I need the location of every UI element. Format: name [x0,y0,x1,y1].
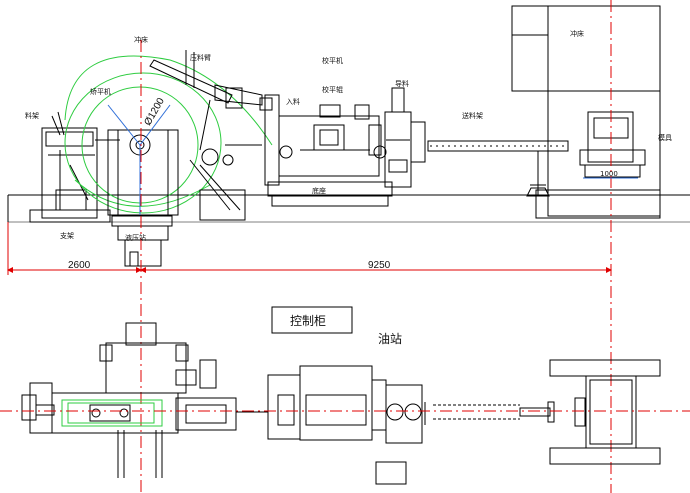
dim-9250-label: 9250 [368,260,391,271]
side-elevation: Ø1200 [7,0,690,493]
dimension-lines [7,222,612,275]
dim-1000-label: 1000 [600,170,618,178]
straightener [264,94,393,207]
annotation-uncoiler: 料架 [25,111,39,120]
annotation-leveler: 矫平机 [90,87,111,96]
coil-diameter-label: Ø1200 [142,96,167,128]
plan-view [0,306,690,485]
annotation-straightener: 校平辊 [322,85,343,94]
coil [64,55,273,214]
annotations: 压料臂 料架 校平机 校平辊 入料 导料 送料架 模具 液压站 底座 支架 矫平… [25,35,672,242]
press-machine [511,5,661,219]
oil-station-label: 油站 [378,332,402,346]
press-arm [149,50,273,221]
feed-table [427,140,569,197]
annotation-feed-table: 送料架 [462,111,483,120]
feed-table-plan [424,397,586,427]
straightener-plan [236,365,423,485]
annotation-mold: 模具 [658,133,672,142]
annotation-arm: 压料臂 [190,53,211,62]
feeder [384,87,426,188]
annotation-guide: 导料 [395,79,409,88]
annotation-bottom: 底座 [312,186,326,195]
uncoiler-plan [21,322,237,478]
annotation-entry: 入料 [286,97,300,106]
control-cabinet-label: 控制柜 [290,314,326,328]
control-cabinet-box [271,306,353,334]
annotation-top: 冲床 [134,35,148,44]
annotation-stand: 支架 [60,231,74,240]
press-label: 冲床 [570,29,584,38]
reel-stand [107,129,179,267]
annotation-hydraulic: 液压站 [125,233,146,242]
press-plan [549,359,661,465]
dim-2600-label: 2600 [68,260,91,271]
annotation-feeder-ctrl: 校平机 [322,56,343,65]
coil-diameter-mark [107,104,171,215]
